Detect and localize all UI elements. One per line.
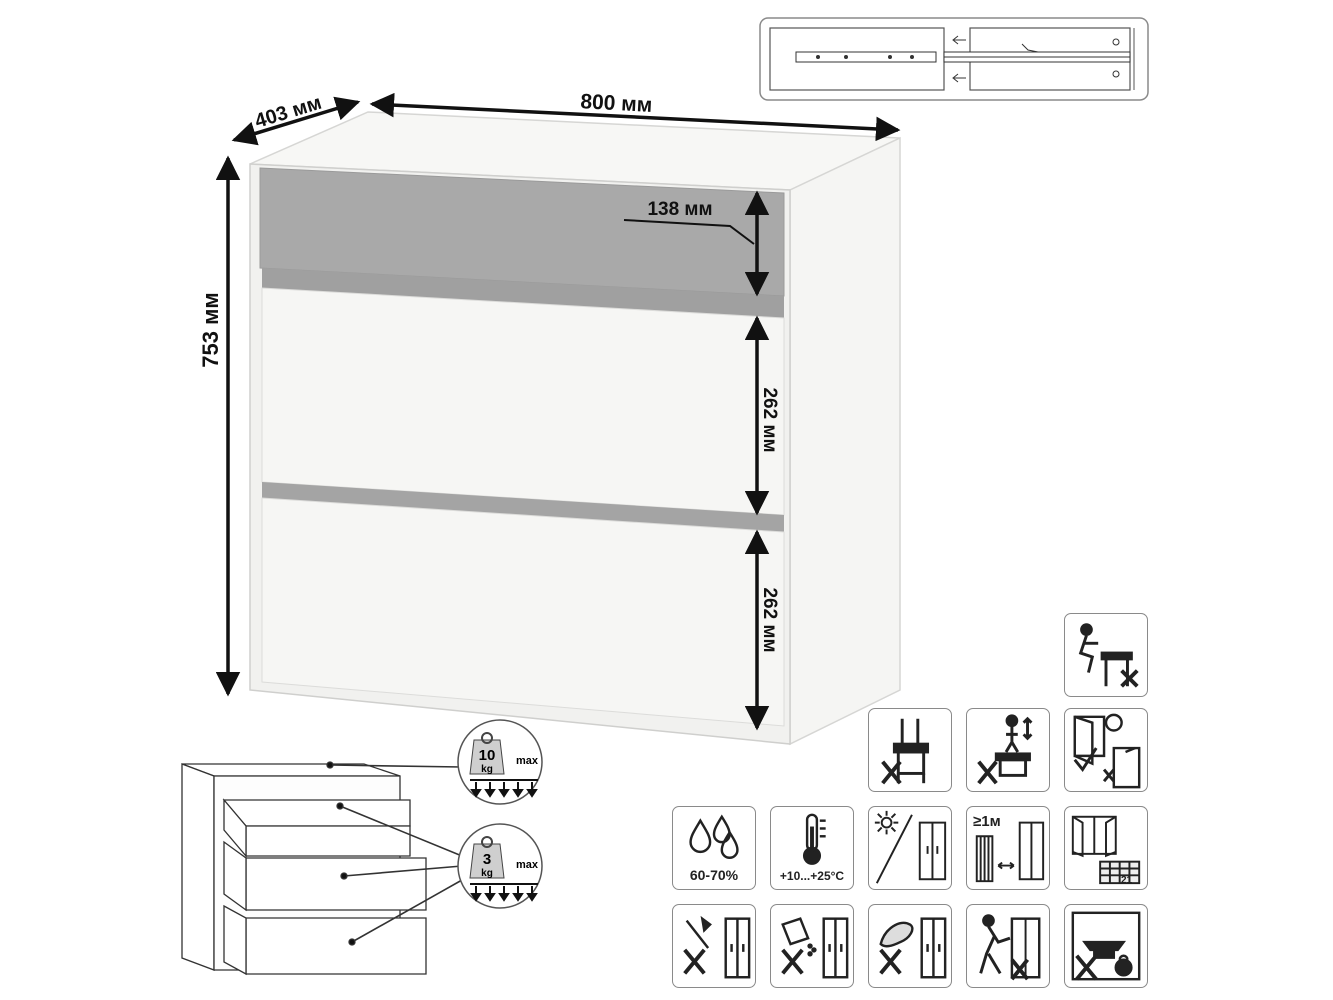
width-label: 800 мм — [580, 90, 653, 117]
no-heavy-load-icon — [1064, 904, 1148, 988]
gap-2 — [262, 482, 784, 532]
heater-distance-icon: ≥1м — [966, 806, 1050, 890]
weight-10-unit: kg — [481, 764, 493, 775]
no-pushing-icon — [966, 904, 1050, 988]
middle-drawer — [261, 287, 785, 516]
weight-10-value: 10 — [479, 747, 496, 764]
temperature-icon: +10...+25°C — [770, 806, 854, 890]
humidity-label: 60-70% — [689, 867, 739, 883]
drawer-runner-diagram — [759, 17, 1149, 101]
no-abrasive-icon — [868, 904, 952, 988]
middle-drawer-label: 262 мм — [759, 387, 780, 452]
distance-label: ≥1м — [973, 813, 1001, 830]
depth-label: 403 мм — [252, 92, 324, 133]
depth-line — [231, 96, 361, 146]
no-direct-sunlight-icon — [868, 806, 952, 890]
weight-3-max: max — [516, 859, 539, 871]
bottom-drawer-label: 262 мм — [759, 587, 780, 652]
top-drawer-label: 138 мм — [647, 199, 712, 220]
humidity-icon: 60-70% — [672, 806, 756, 890]
weight-3-unit: kg — [481, 868, 493, 879]
weight-10-max: max — [516, 755, 539, 767]
door-cabinet-check-icon — [1064, 708, 1148, 792]
load-limit-illustration — [181, 761, 463, 976]
no-climbing-icon — [966, 708, 1050, 792]
weight-badge-10kg — [457, 719, 543, 805]
width-line — [369, 92, 901, 142]
cabinet — [249, 111, 901, 746]
top-drawer-leader — [623, 219, 755, 245]
no-wet-cleaning-icon — [770, 904, 854, 988]
temperature-label: +10...+25°C — [779, 869, 845, 883]
no-standing-on-chair-icon — [868, 708, 952, 792]
window-grid-icon: 21 — [1064, 806, 1148, 890]
weight-3-value: 3 — [483, 851, 491, 868]
cabinet-side — [789, 136, 901, 746]
grid-number-label: 21 — [1121, 875, 1133, 886]
height-label: 753 мм — [198, 292, 223, 367]
dimension-lines — [215, 92, 901, 731]
no-sharp-tools-icon — [672, 904, 756, 988]
weight-badge-3kg — [457, 823, 543, 909]
no-sitting-on-top-icon — [1064, 613, 1148, 697]
bottom-drawer — [261, 497, 785, 727]
gap-1 — [262, 268, 784, 318]
